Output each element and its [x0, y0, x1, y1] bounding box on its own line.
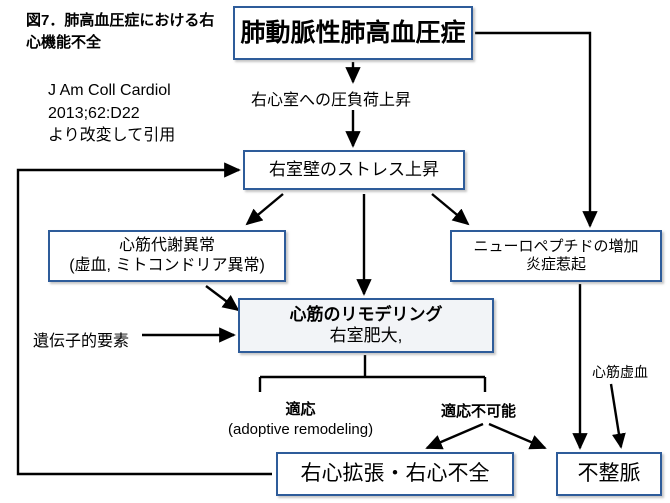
node-neuropeptide-line1: ニューロペプチドの増加: [473, 237, 639, 255]
edge-maladapt-to-arrhythmia: [488, 422, 547, 450]
edge-label-adaptive-remodeling: 適応 (adoptive remodeling): [228, 400, 373, 441]
figure-reference-citation: J Am Coll Cardiol 2013;62:D22 より改変して引用: [48, 82, 176, 145]
node-pulmonary-arterial-hypertension[interactable]: 肺動脈性肺高血圧症: [233, 6, 473, 60]
node-myocardial-metabolic-abnormality[interactable]: 心筋代謝異常 (虚血, ミトコンドリア異常): [48, 230, 286, 282]
edge-metabolic-to-remodeling: [205, 285, 240, 312]
edge-label-adaptive-line2: (adoptive remodeling): [228, 421, 374, 439]
node-neuropeptide-increase[interactable]: ニューロペプチドの増加 炎症惹起: [450, 230, 662, 282]
node-myocardial-remodeling[interactable]: 心筋のリモデリング 右室肥大,: [238, 298, 494, 353]
edge-ischemia-to-arrhythmia: [609, 383, 626, 449]
node-metabolic-line2: (虚血, ミトコンドリア異常): [69, 257, 265, 274]
node-arrhythmia-label: 不整脈: [577, 462, 641, 486]
node-pah-label: 肺動脈性肺高血圧症: [240, 18, 466, 47]
node-arrhythmia[interactable]: 不整脈: [556, 452, 662, 496]
node-remodeling-line2: 右室肥大,: [329, 325, 403, 345]
edge-label-myocardial-ischemia: 心筋虚血: [592, 364, 648, 380]
node-metabolic-line1: 心筋代謝異常: [118, 237, 215, 255]
edge-label-adaptive-line1: 適応: [285, 401, 316, 418]
edge-label-genetic-factor: 遺伝子的要素: [33, 333, 130, 350]
edge-pah-to-neuropeptide: [475, 31, 598, 228]
edge-label-pressure-overload: 右心室への圧負荷上昇: [251, 92, 412, 109]
figure-caption-title: 図7．肺高血圧症における右心機能不全: [26, 12, 215, 51]
node-neuropeptide-line2: 炎症惹起: [525, 256, 586, 273]
edge-stress-to-neuropeptide: [431, 193, 470, 226]
node-stress-label: 右室壁のストレス上昇: [269, 159, 439, 179]
node-remodeling-line1: 心筋のリモデリング: [289, 304, 443, 324]
node-right-heart-dilatation-failure[interactable]: 右心拡張・右心不全: [276, 452, 514, 496]
node-right-heart-failure-label: 右心拡張・右心不全: [300, 462, 490, 486]
edge-label-maladaptive: 適応不可能: [441, 403, 517, 420]
edge-remodeling-split: [258, 355, 487, 392]
edge-stress-to-metabolic: [245, 193, 284, 226]
node-rv-wall-stress[interactable]: 右室壁のストレス上昇: [243, 150, 465, 190]
edge-maladapt-to-failure: [425, 422, 484, 450]
